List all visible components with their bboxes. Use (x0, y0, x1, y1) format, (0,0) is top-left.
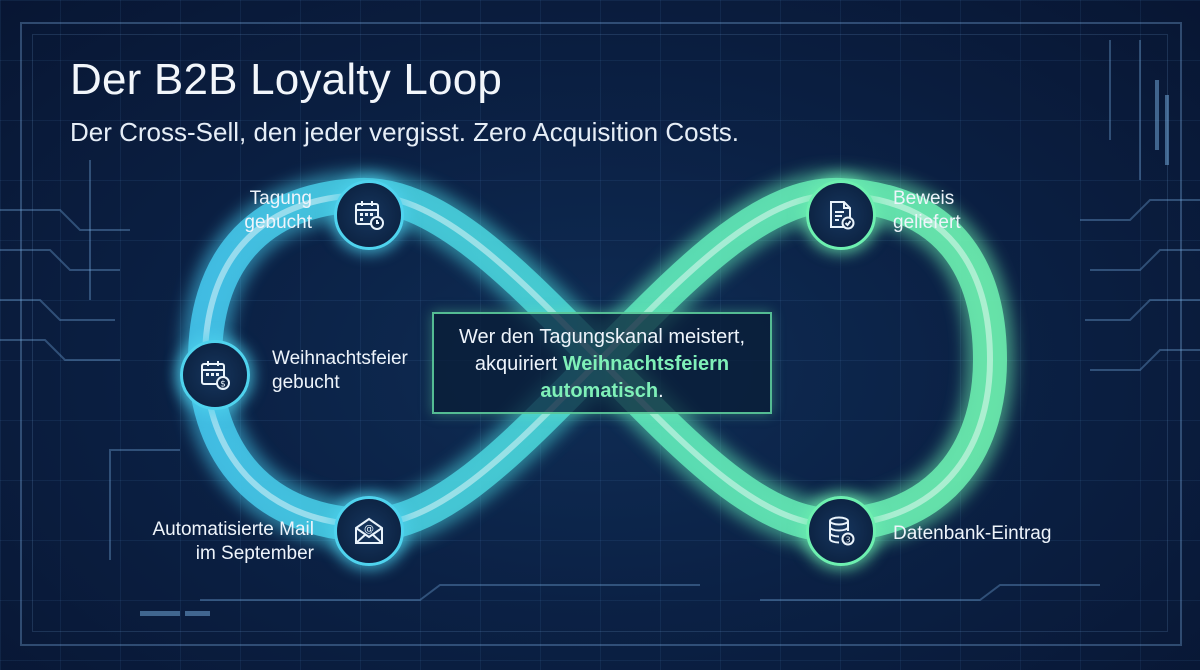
node-weihnachtsfeier: $ (180, 340, 250, 410)
document-check-icon (830, 201, 855, 230)
center-line-3: automatisch. (540, 380, 664, 402)
node-beweis (806, 180, 876, 250)
inner-frame (32, 34, 1168, 632)
center-line-1: Wer den Tagungskanal meistert, (458, 326, 746, 348)
outer-frame (20, 22, 1182, 646)
node-datenbank: 3 (806, 496, 876, 566)
calendar-dollar-icon: $ (201, 361, 230, 390)
center-line-2: akquiriert Weihnachtsfeiern (474, 353, 730, 375)
center-statement-box: Wer den Tagungskanal meistert, akquirier… (432, 312, 772, 414)
center-highlight-2: automatisch (540, 380, 659, 402)
database-icon: 3 (829, 516, 855, 546)
center-highlight-1: Weihnachtsfeiern (562, 353, 730, 375)
svg-text:@: @ (364, 524, 374, 535)
page-subtitle: Der Cross-Sell, den jeder vergisst. Zero… (70, 117, 740, 147)
node-mail: @ (334, 496, 404, 566)
envelope-at-icon: @ (355, 517, 383, 544)
calendar-clock-icon (355, 201, 384, 230)
svg-text:3: 3 (845, 536, 850, 545)
svg-text:$: $ (220, 380, 226, 390)
node-label-datenbank: Datenbank-Eintrag (893, 523, 1052, 544)
node-tagung (334, 180, 404, 250)
page-title: Der B2B Loyalty Loop (70, 55, 503, 104)
